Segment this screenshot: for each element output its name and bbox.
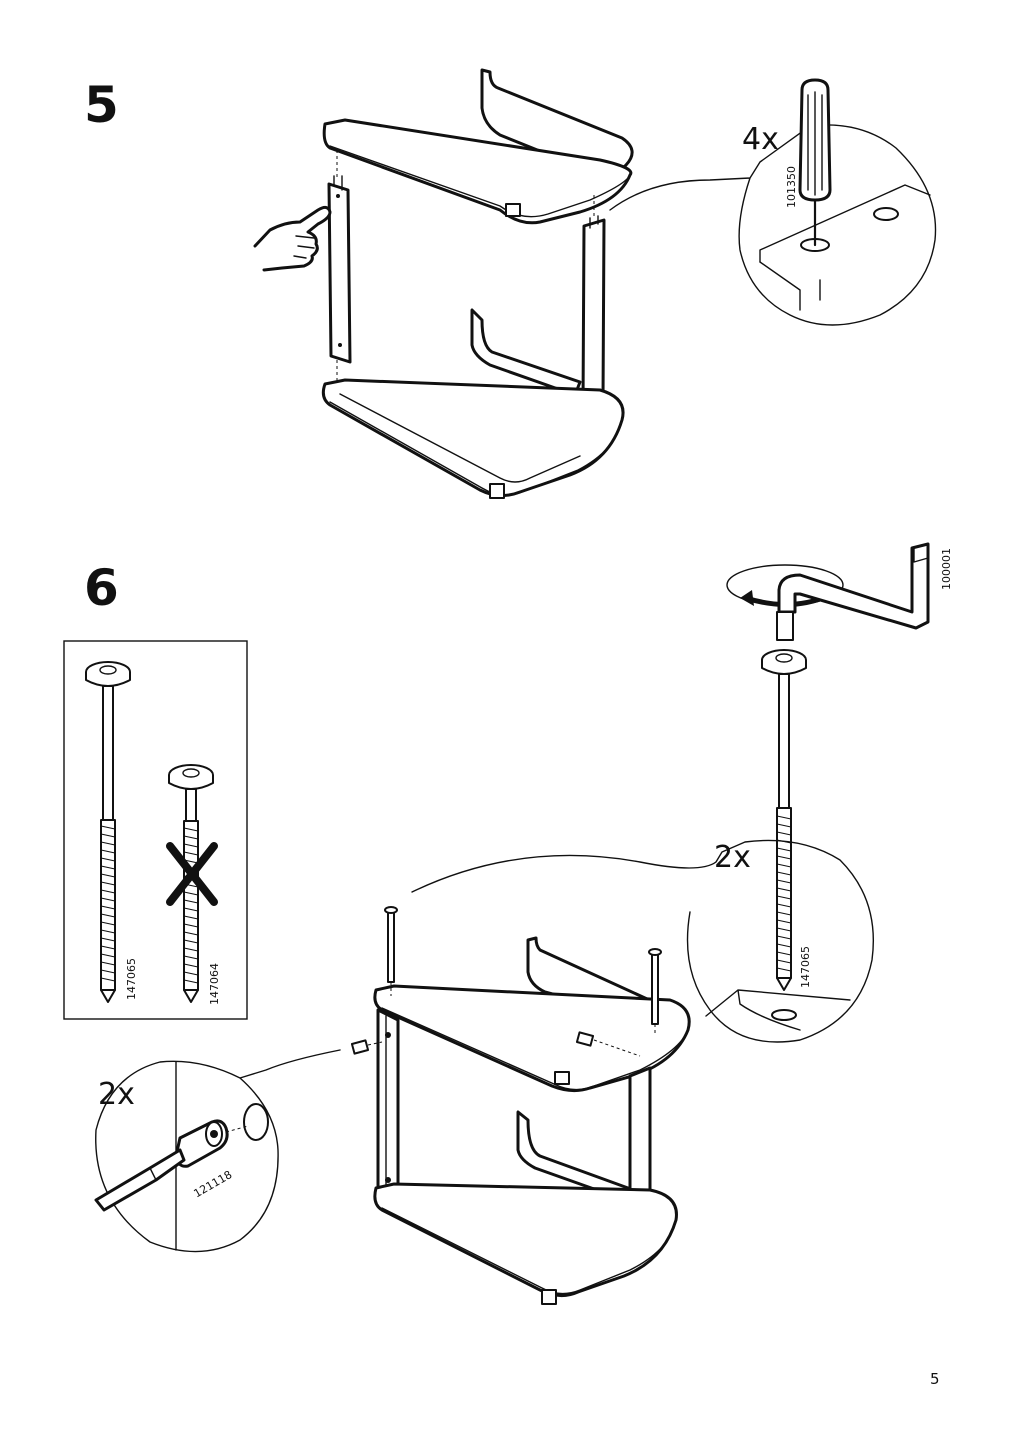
step5-detail-magnifier (609, 78, 937, 326)
bolt-147065-icon (761, 649, 807, 991)
bolt-comparison-box (63, 640, 248, 1020)
dowel-magnifier (94, 1049, 341, 1253)
screwdriver-icon (798, 78, 832, 247)
correct-bolt-icon (85, 661, 131, 1003)
page-number: 5 (930, 1370, 940, 1388)
allen-key-code: 100001 (940, 548, 953, 590)
wrong-bolt-code: 147064 (208, 963, 221, 1005)
correct-bolt-code: 147065 (125, 958, 138, 1000)
step5-number: 5 (84, 76, 119, 134)
step6-assembly-drawing (350, 906, 691, 1305)
allen-key-icon (726, 542, 930, 641)
step6-bolt-magnifier (411, 839, 875, 1043)
step6-number: 6 (84, 559, 119, 617)
flat-screwdriver-icon (94, 1148, 186, 1212)
cross-icon (166, 842, 218, 906)
step5-assembly-drawing (253, 68, 634, 499)
step5-quantity: 4x (742, 122, 779, 157)
bolt-code: 147065 (799, 946, 812, 988)
step5-tool-code: 101350 (785, 166, 798, 208)
dowel-quantity: 2x (98, 1077, 135, 1112)
hand-pointing-icon (253, 205, 332, 272)
bolt-quantity: 2x (714, 840, 751, 875)
